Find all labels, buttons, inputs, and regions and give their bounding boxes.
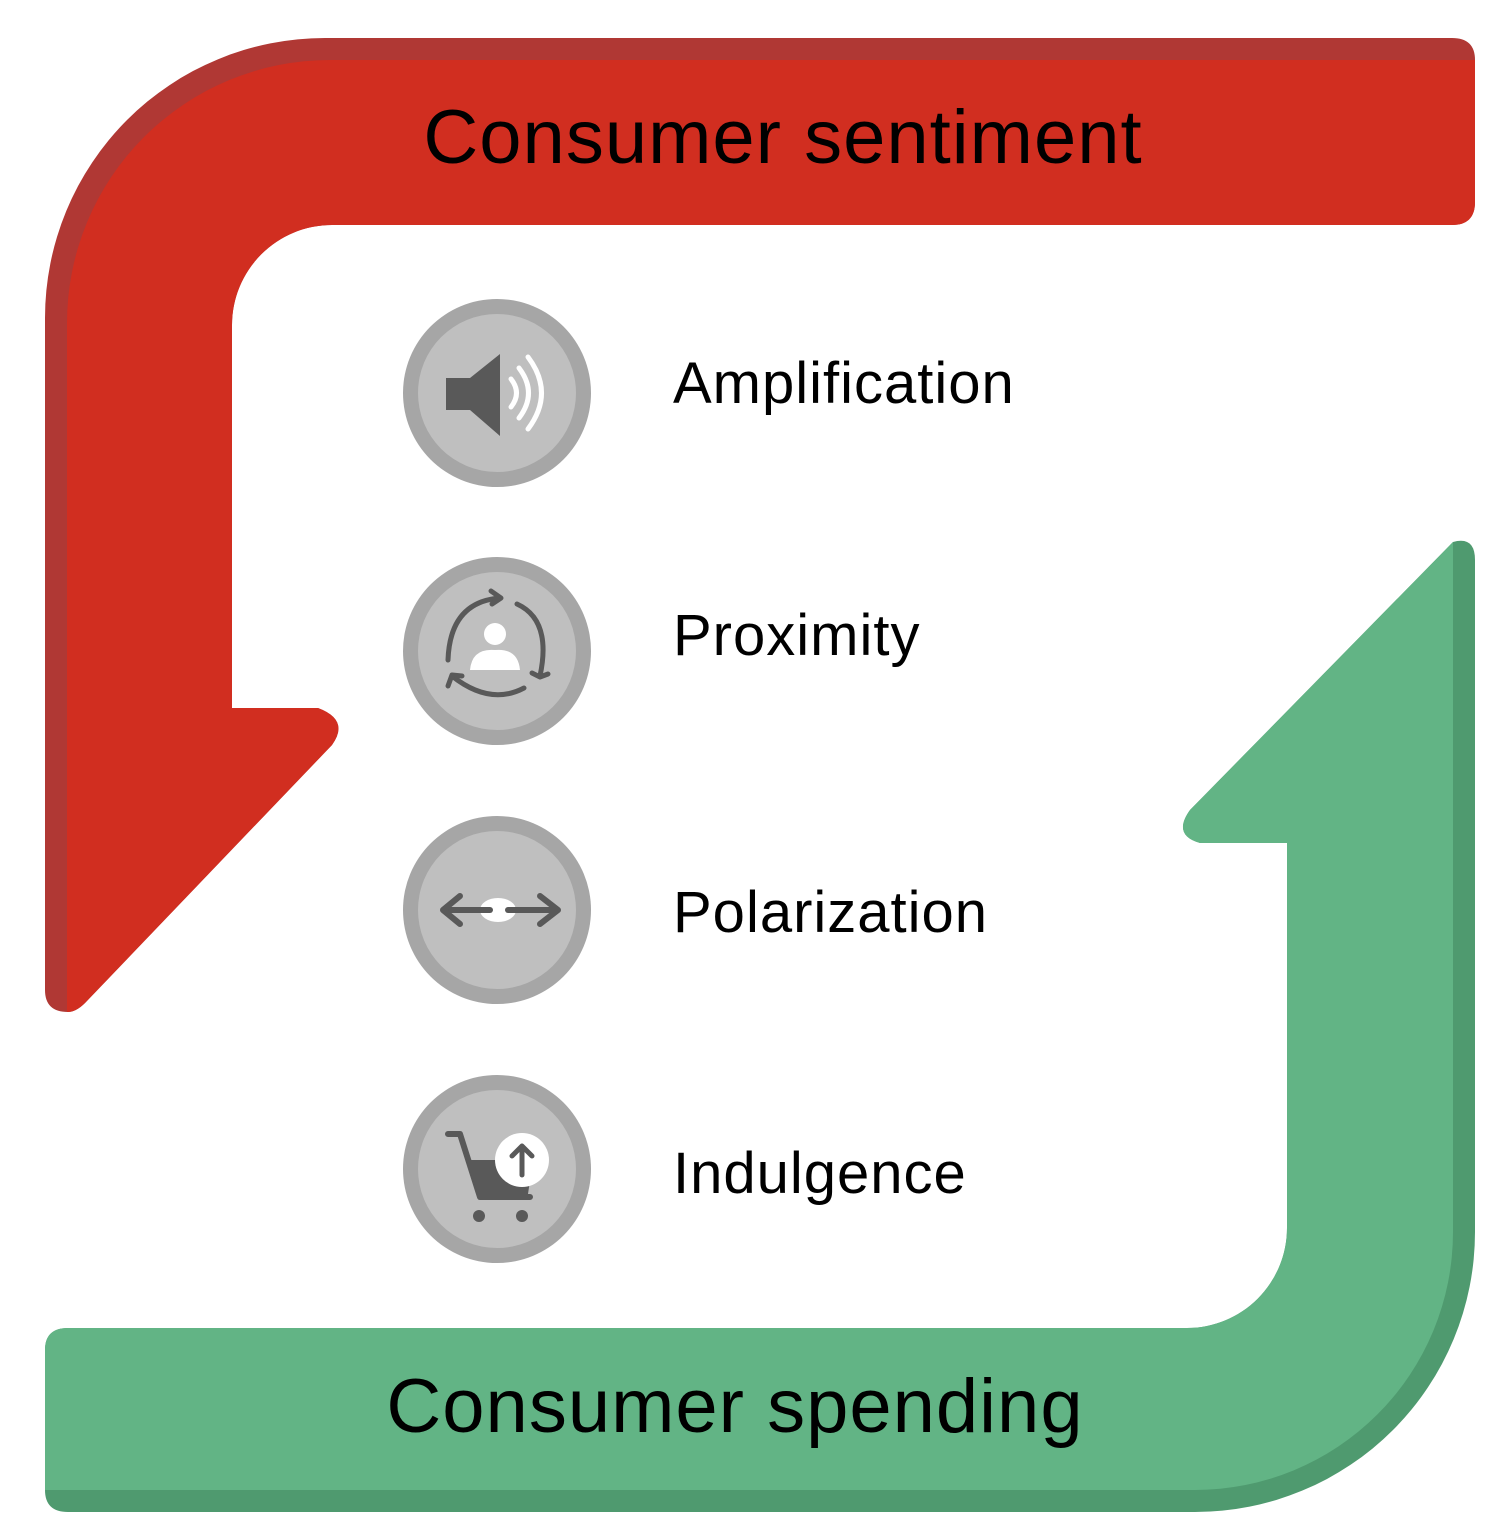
speaker-icon: [403, 299, 591, 487]
person-cycle-icon: [403, 557, 591, 745]
factor-label: Amplification: [673, 351, 1015, 416]
cart-up-icon: [403, 1075, 591, 1263]
factor-polarization: Polarization: [403, 816, 988, 1004]
factor-label: Indulgence: [673, 1141, 967, 1206]
factor-proximity: Proximity: [403, 557, 920, 745]
consumer-sentiment-arrow: Consumer sentiment: [45, 38, 1475, 1012]
consumer-spending-arrow: Consumer spending: [45, 540, 1475, 1512]
bidirectional-arrow-icon: [403, 816, 591, 1004]
factor-label: Proximity: [673, 603, 920, 668]
consumer-sentiment-label: Consumer sentiment: [423, 95, 1142, 180]
factor-label: Polarization: [673, 880, 988, 945]
factor-amplification: Amplification: [403, 299, 1015, 487]
factor-indulgence: Indulgence: [403, 1075, 967, 1263]
consumer-spending-label: Consumer spending: [386, 1364, 1083, 1449]
